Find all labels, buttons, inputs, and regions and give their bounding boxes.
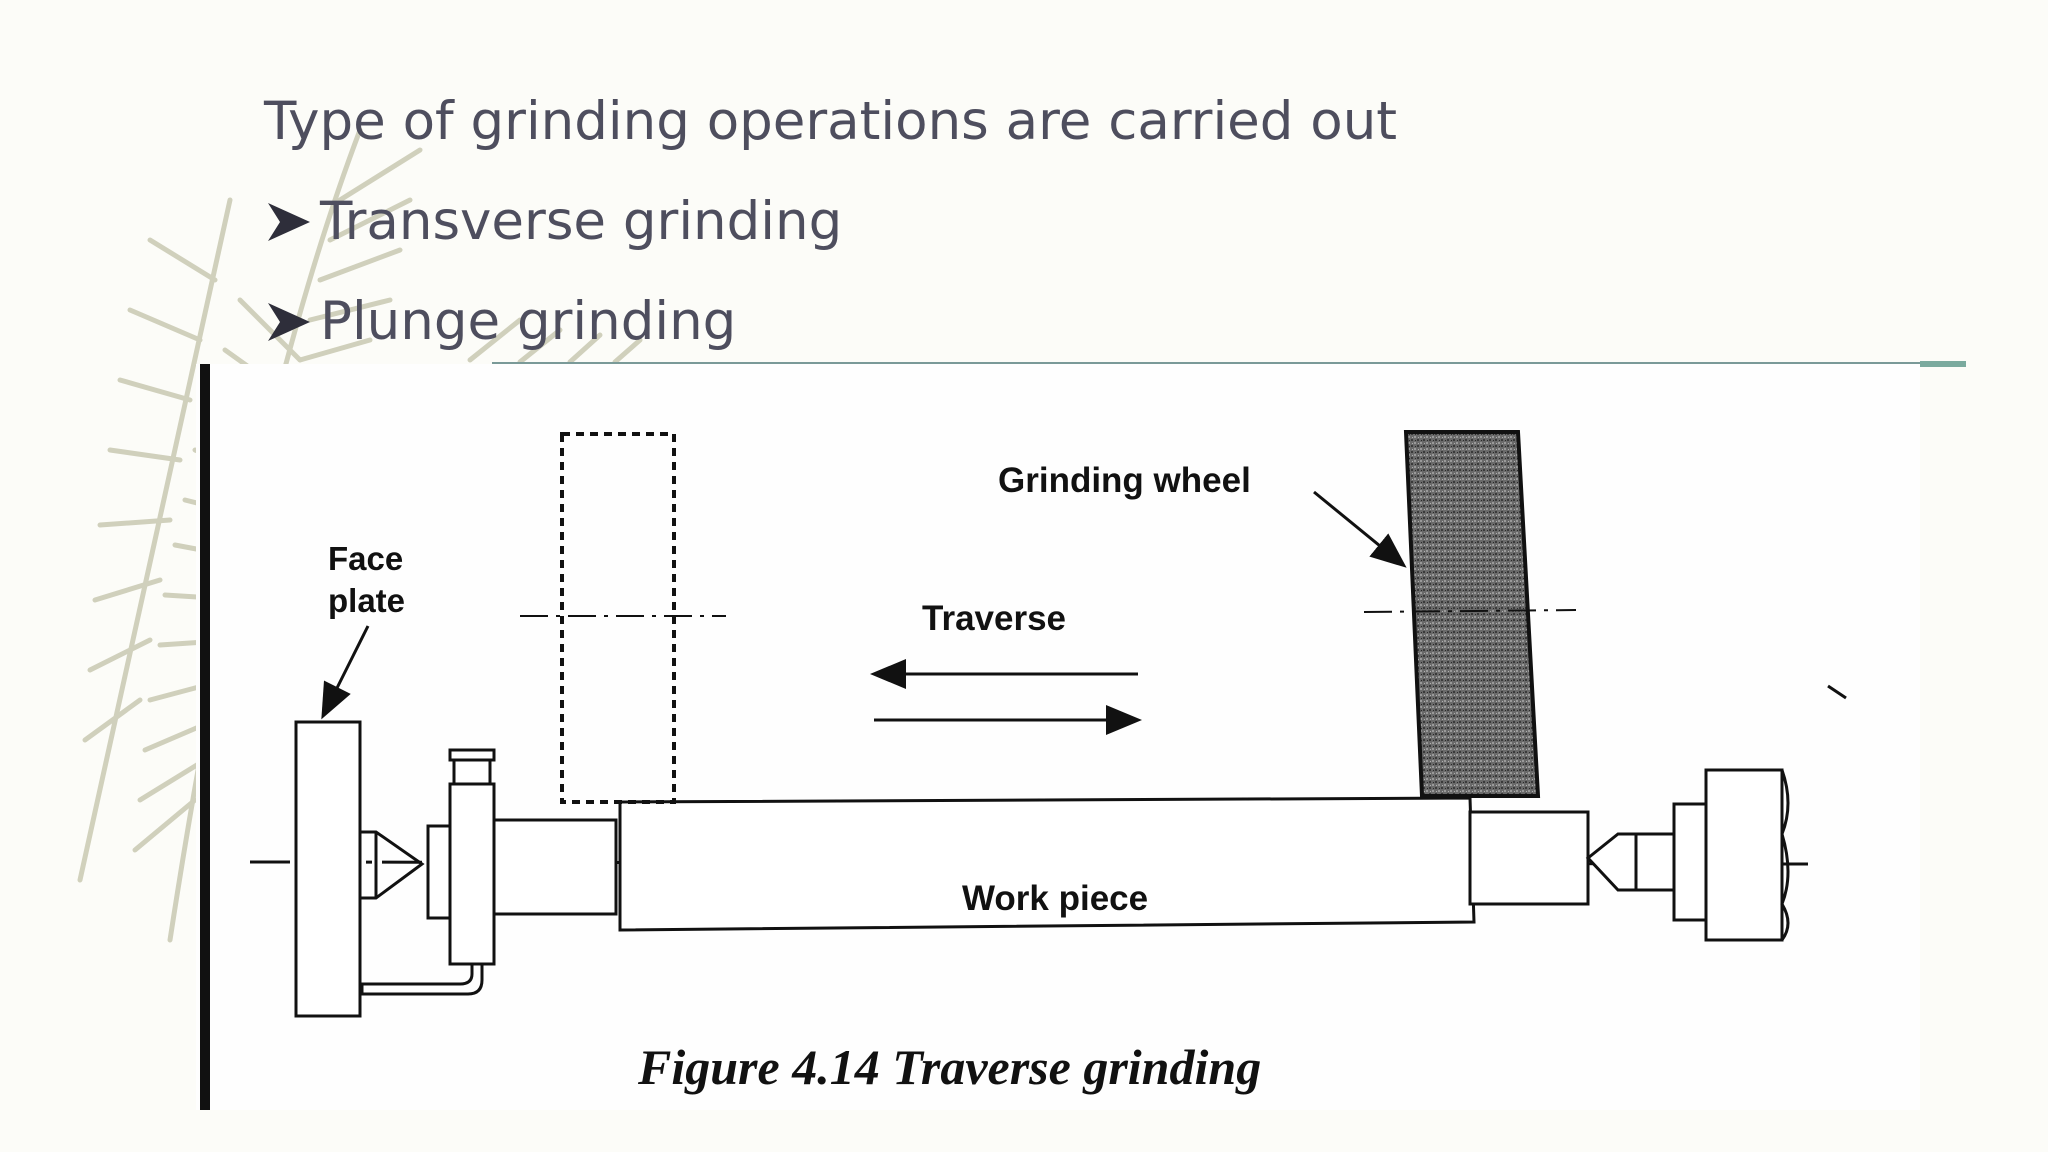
grinding-diagram: Grinding wheel Face plate Traverse Work …	[200, 364, 1847, 1110]
work-carrier	[360, 748, 496, 996]
work-piece	[618, 796, 1476, 932]
title-rule-accent	[1920, 361, 1966, 367]
wheel-axis-right	[1363, 609, 1577, 613]
bullet-item-transverse: Transverse grinding	[264, 172, 1397, 272]
title-rule	[492, 362, 1920, 364]
face-plate-label-line2: plate	[328, 582, 405, 619]
bullet-label: Plunge grinding	[320, 291, 737, 352]
stray-mark	[1827, 684, 1847, 700]
face-plate-label-line1: Face	[328, 540, 403, 577]
left-shaft	[492, 818, 618, 916]
bullet-item-plunge: Plunge grinding	[264, 272, 1397, 372]
traverse-label: Traverse	[922, 599, 1066, 638]
figure-caption: Figure 4.14 Traverse grinding	[637, 1039, 1261, 1095]
grinding-wheel	[1403, 430, 1541, 798]
wheel-leader-arrow	[1313, 490, 1407, 568]
right-shaft	[1468, 810, 1590, 906]
slide-heading: Type of grinding operations are carried …	[264, 91, 1398, 152]
arrowhead-bullet-icon	[268, 203, 310, 241]
face-plate-leader-arrow	[321, 625, 370, 720]
figure-border-line	[200, 364, 210, 1110]
slide-text: Type of grinding operations are carried …	[264, 72, 1397, 372]
bullet-label: Transverse grinding	[320, 191, 843, 252]
arrowhead-bullet-icon	[268, 303, 310, 341]
tailstock	[1585, 768, 1790, 942]
face-plate	[294, 720, 425, 1018]
grinding-wheel-label: Grinding wheel	[998, 461, 1251, 500]
traverse-grinding-figure: Grinding wheel Face plate Traverse Work …	[196, 364, 1920, 1110]
work-piece-label: Work piece	[962, 879, 1148, 918]
wheel-previous-position	[560, 432, 676, 804]
